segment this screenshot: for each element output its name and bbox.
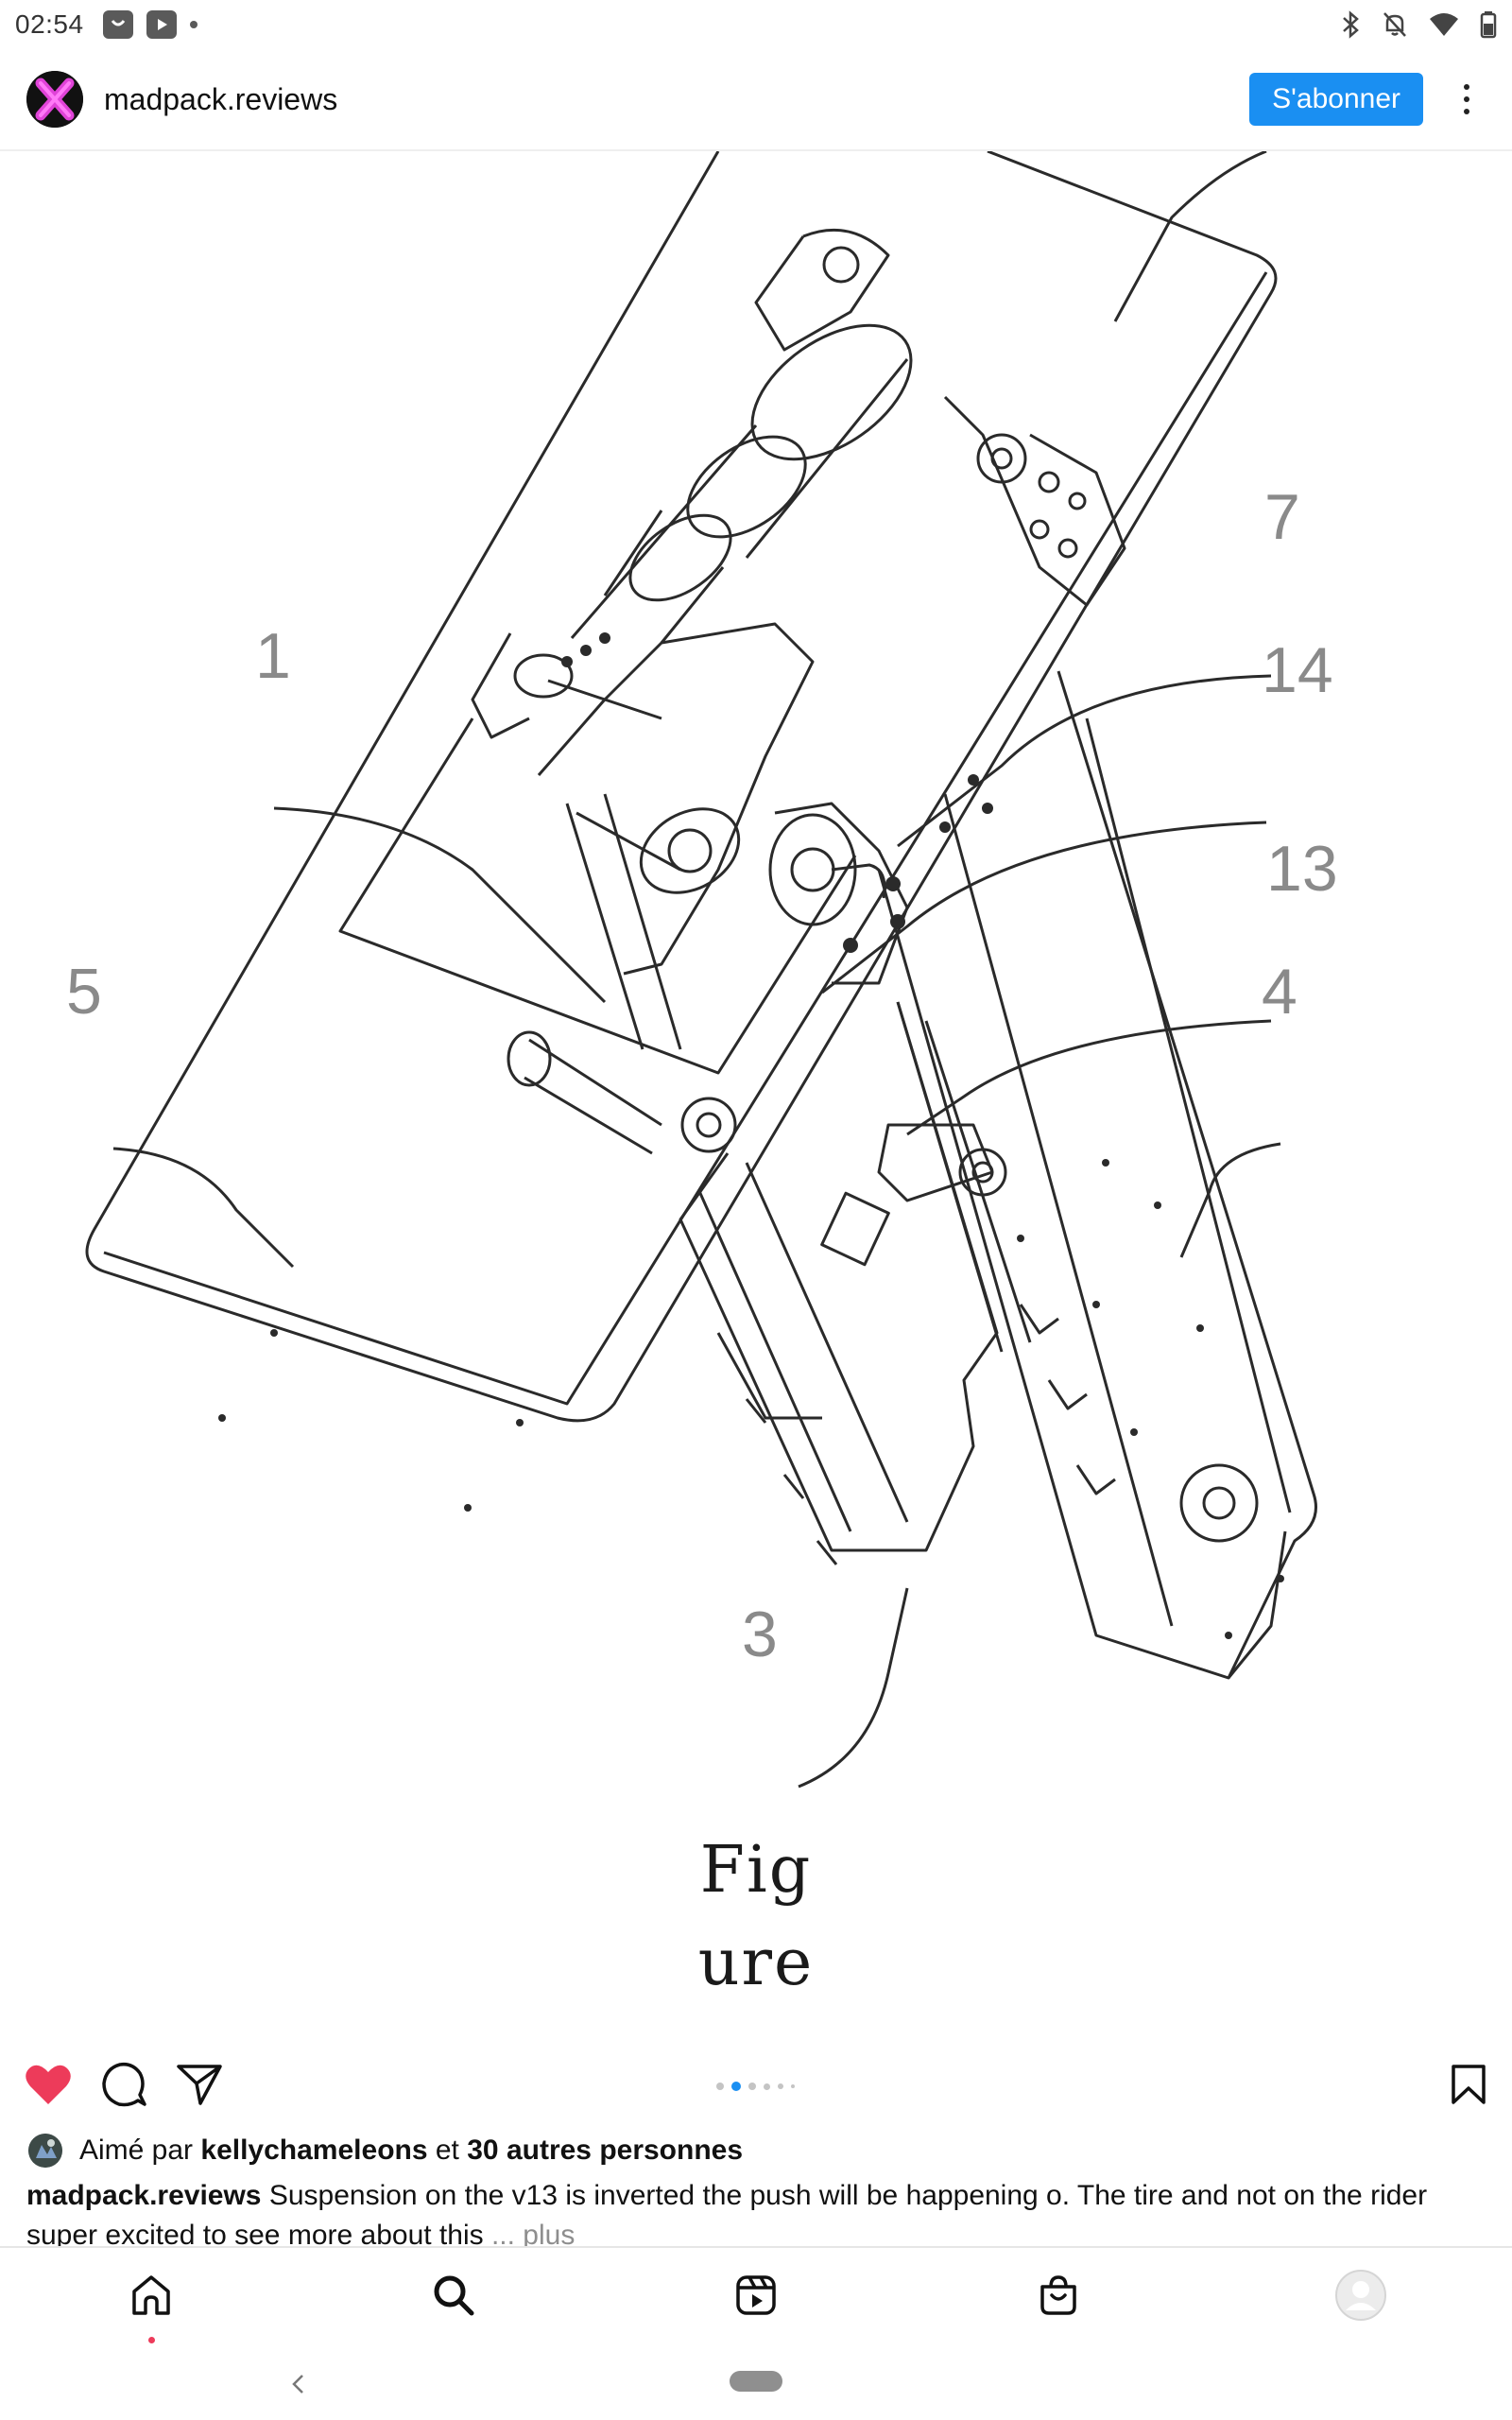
status-time: 02:54 bbox=[15, 9, 84, 39]
callout-label: 13 bbox=[1266, 833, 1338, 905]
post-action-icons bbox=[25, 2061, 223, 2108]
technical-drawing bbox=[85, 151, 1317, 1789]
liker-avatar bbox=[28, 2134, 62, 2168]
caption-username[interactable]: madpack.reviews bbox=[26, 2180, 262, 2211]
system-navigation-bar bbox=[0, 2344, 1512, 2420]
bookmark-icon[interactable] bbox=[1450, 2064, 1487, 2105]
nav-home[interactable] bbox=[123, 2267, 180, 2324]
post-header: madpack.reviews S'abonner bbox=[0, 49, 1512, 151]
bluetooth-icon bbox=[1343, 10, 1359, 39]
caption-more-link[interactable]: ... plus bbox=[490, 2220, 576, 2248]
comment-icon[interactable] bbox=[100, 2061, 147, 2108]
status-bar: 02:54 bbox=[0, 0, 1512, 49]
post-actions bbox=[0, 2042, 1512, 2127]
callout-label: 7 bbox=[1264, 481, 1300, 553]
carousel-dot bbox=[716, 2083, 724, 2090]
home-active-indicator bbox=[148, 2337, 155, 2343]
notifications-off-icon bbox=[1383, 12, 1406, 37]
callout-label: 1 bbox=[255, 620, 291, 692]
likes-others-count[interactable]: 30 autres personnes bbox=[467, 2135, 744, 2166]
nav-profile[interactable] bbox=[1332, 2267, 1389, 2324]
madpack-logo-icon bbox=[26, 71, 83, 128]
more-options-icon[interactable] bbox=[1448, 71, 1486, 128]
app-notification-icon bbox=[102, 10, 133, 39]
home-gesture-pill[interactable] bbox=[730, 2371, 782, 2392]
post-caption[interactable]: madpack.reviews Suspension on the v13 is… bbox=[26, 2176, 1482, 2248]
heart-filled-icon[interactable] bbox=[25, 2063, 72, 2106]
send-icon[interactable] bbox=[176, 2063, 223, 2106]
shop-icon bbox=[1040, 2275, 1076, 2315]
figure-caption: Fig ure bbox=[643, 1824, 869, 2010]
carousel-dot bbox=[778, 2083, 783, 2089]
battery-icon bbox=[1480, 11, 1497, 39]
figure-caption-line: Fig bbox=[699, 1833, 813, 1908]
callout-label: 5 bbox=[66, 956, 102, 1028]
liker-username[interactable]: kellychameleons bbox=[200, 2135, 428, 2166]
back-chevron-icon[interactable] bbox=[289, 2373, 308, 2395]
figure-caption-line: ure bbox=[697, 1926, 815, 2000]
status-system-icons bbox=[1340, 10, 1497, 39]
search-icon bbox=[434, 2275, 474, 2316]
profile-icon bbox=[1335, 2270, 1386, 2321]
youtube-notification-icon bbox=[146, 10, 177, 39]
nav-shop[interactable] bbox=[1030, 2267, 1087, 2324]
callout-label: 14 bbox=[1262, 634, 1333, 706]
post-image[interactable]: 1 5 7 14 13 4 3 Fig ure bbox=[0, 151, 1512, 2042]
more-notifications-dot-icon bbox=[189, 21, 198, 28]
carousel-dot bbox=[764, 2083, 770, 2090]
nav-search[interactable] bbox=[425, 2267, 482, 2324]
post-username[interactable]: madpack.reviews bbox=[104, 81, 338, 116]
profile-avatar[interactable] bbox=[26, 71, 83, 128]
wifi-icon bbox=[1430, 13, 1458, 36]
callout-label: 3 bbox=[742, 1599, 778, 1670]
nav-reels[interactable] bbox=[728, 2267, 784, 2324]
callout-label: 4 bbox=[1262, 956, 1297, 1028]
home-icon bbox=[132, 2275, 170, 2315]
bottom-navigation bbox=[0, 2246, 1512, 2341]
status-notification-icons bbox=[102, 10, 198, 39]
caption-text: Suspension on the v13 is inverted the pu… bbox=[26, 2180, 1428, 2248]
carousel-dot bbox=[791, 2084, 795, 2088]
reels-icon bbox=[736, 2275, 776, 2315]
likes-middle: et bbox=[427, 2135, 468, 2166]
carousel-indicator bbox=[716, 2082, 795, 2091]
carousel-dot bbox=[748, 2083, 756, 2090]
subscribe-button[interactable]: S'abonner bbox=[1249, 73, 1423, 126]
likes-prefix: Aimé par bbox=[79, 2135, 201, 2166]
carousel-dot-active bbox=[731, 2082, 741, 2091]
likes-summary[interactable]: Aimé par kellychameleons et 30 autres pe… bbox=[28, 2127, 743, 2174]
